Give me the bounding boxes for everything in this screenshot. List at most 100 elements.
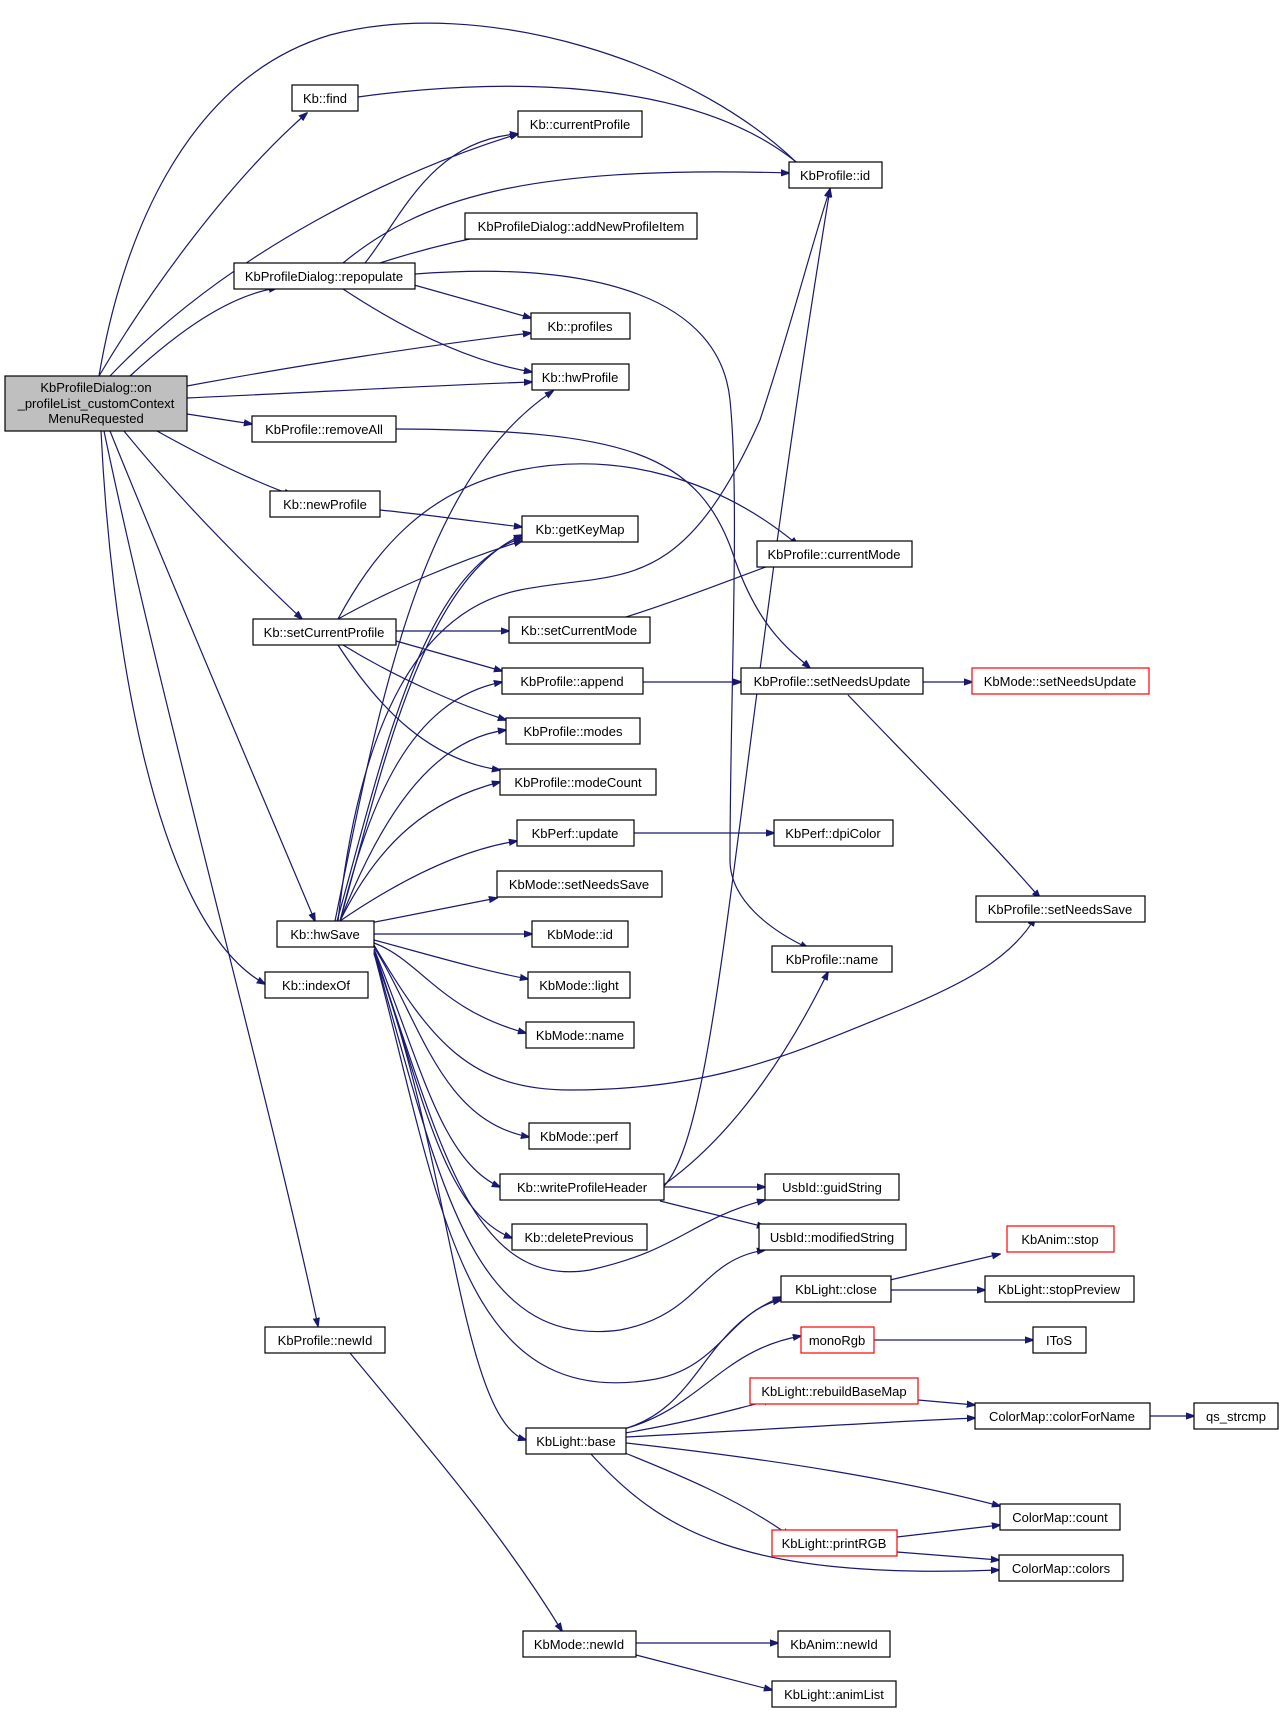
edge-removeall-to-kbprofile-setneedsupdate bbox=[395, 428, 810, 668]
edge-hwsave-to-kbmode-setneedssave bbox=[369, 898, 497, 924]
edge-setcurrentprofile-to-append bbox=[395, 640, 502, 671]
node-hwsave[interactable]: Kb::hwSave bbox=[276, 920, 375, 948]
node-label: Kb::writeProfileHeader bbox=[517, 1180, 648, 1195]
node-label: KbMode::id bbox=[547, 927, 613, 942]
edge-root-to-newprofile bbox=[156, 430, 292, 495]
node-removeall[interactable]: KbProfile::removeAll bbox=[251, 415, 397, 443]
node-label: Kb::indexOf bbox=[282, 978, 350, 993]
edge-root-to-kb-hwprofile bbox=[186, 382, 532, 399]
edge-root-to-removeall bbox=[186, 413, 252, 424]
edge-rebuildbasemap-to-colorforname bbox=[917, 1399, 975, 1405]
edge-setcurrentprofile-to-currentmode bbox=[337, 463, 798, 620]
edge-hwsave-to-kbprofile-id bbox=[337, 189, 830, 922]
node-deleteprevious[interactable]: Kb::deletePrevious bbox=[511, 1223, 648, 1251]
node-label: Kb::setCurrentProfile bbox=[264, 625, 385, 640]
node-monorgb[interactable]: monoRgb bbox=[800, 1326, 875, 1354]
node-kbmode-setneedsupdate[interactable]: KbMode::setNeedsUpdate bbox=[971, 667, 1150, 695]
node-indexof[interactable]: Kb::indexOf bbox=[264, 971, 369, 999]
node-label: KbProfileDialog::repopulate bbox=[245, 269, 403, 284]
node-label: KbProfile::modes bbox=[524, 724, 623, 739]
node-perf-update[interactable]: KbPerf::update bbox=[516, 819, 635, 847]
node-dpicolor[interactable]: KbPerf::dpiColor bbox=[773, 819, 894, 847]
node-modifiedstring[interactable]: UsbId::modifiedString bbox=[758, 1223, 907, 1251]
edge-repopulate-to-kbprofile-id bbox=[342, 172, 789, 264]
edge-base-to-rebuildbasemap bbox=[624, 1400, 772, 1434]
node-kbprofile-newid[interactable]: KbProfile::newId bbox=[264, 1326, 386, 1354]
edge-printrgb-to-cm-count bbox=[896, 1525, 1000, 1538]
node-animlist[interactable]: KbLight::animList bbox=[771, 1680, 897, 1708]
node-qs-strcmp[interactable]: qs_strcmp bbox=[1193, 1402, 1279, 1430]
node-kbmode-perf[interactable]: KbMode::perf bbox=[528, 1122, 631, 1150]
node-label: KbPerf::update bbox=[532, 826, 619, 841]
node-guidstring[interactable]: UsbId::guidString bbox=[764, 1173, 900, 1201]
edge-writeprofileheader-to-kbprofile-name bbox=[649, 972, 828, 1195]
node-kbmode-newid[interactable]: KbMode::newId bbox=[522, 1630, 637, 1658]
node-label: KbProfile::setNeedsUpdate bbox=[754, 674, 911, 689]
node-kbprofile-setneedssave[interactable]: KbProfile::setNeedsSave bbox=[975, 895, 1146, 923]
node-label: Kb::find bbox=[303, 91, 347, 106]
node-label: Kb::profiles bbox=[547, 319, 613, 334]
node-kbmode-id[interactable]: KbMode::id bbox=[531, 920, 629, 948]
nodes: KbProfileDialog::on _profileList_customC… bbox=[4, 84, 1279, 1708]
edge-base-to-printrgb bbox=[619, 1450, 790, 1536]
node-label: KbPerf::dpiColor bbox=[785, 826, 881, 841]
node-label: KbProfile::removeAll bbox=[265, 422, 383, 437]
node-modecount[interactable]: KbProfile::modeCount bbox=[499, 768, 657, 796]
node-cm-count[interactable]: ColorMap::count bbox=[999, 1503, 1121, 1531]
node-kb-profiles[interactable]: Kb::profiles bbox=[530, 312, 631, 340]
node-kbmode-name[interactable]: KbMode::name bbox=[525, 1021, 635, 1049]
edge-writeprofileheader-to-kbprofile-id bbox=[659, 189, 830, 1191]
node-label: KbAnim::newId bbox=[790, 1637, 877, 1652]
node-label: UsbId::guidString bbox=[782, 1180, 882, 1195]
node-rebuildbasemap[interactable]: KbLight::rebuildBaseMap bbox=[749, 1377, 919, 1405]
node-label: KbProfile::newId bbox=[278, 1333, 373, 1348]
node-kb-find[interactable]: Kb::find bbox=[291, 84, 359, 112]
node-label: Kb::deletePrevious bbox=[524, 1230, 634, 1245]
node-append[interactable]: KbProfile::append bbox=[501, 667, 644, 695]
node-anim-stop[interactable]: KbAnim::stop bbox=[1006, 1225, 1115, 1253]
node-setcurrentprofile[interactable]: Kb::setCurrentProfile bbox=[252, 618, 397, 646]
node-kb-hwprofile[interactable]: Kb::hwProfile bbox=[531, 363, 630, 391]
node-kbprofile-name[interactable]: KbProfile::name bbox=[771, 945, 893, 973]
edge-kbprofile-newid-to-kbmode-newid bbox=[349, 1352, 562, 1631]
node-printrgb[interactable]: KbLight::printRGB bbox=[771, 1529, 898, 1557]
node-label: KbMode::setNeedsSave bbox=[509, 877, 649, 892]
node-anim-newid[interactable]: KbAnim::newId bbox=[777, 1630, 891, 1658]
edge-root-to-kbprofile-id bbox=[98, 22, 808, 377]
node-modes[interactable]: KbProfile::modes bbox=[505, 717, 641, 745]
edge-root-to-kbprofile-newid bbox=[103, 430, 318, 1326]
node-repopulate[interactable]: KbProfileDialog::repopulate bbox=[233, 262, 416, 290]
node-kb-currentprofile[interactable]: Kb::currentProfile bbox=[517, 110, 643, 138]
node-getkeymap[interactable]: Kb::getKeyMap bbox=[521, 515, 639, 543]
node-label: MenuRequested bbox=[48, 411, 143, 426]
node-stoppreview[interactable]: KbLight::stopPreview bbox=[984, 1275, 1135, 1303]
node-cm-colors[interactable]: ColorMap::colors bbox=[998, 1554, 1124, 1582]
node-label: UsbId::modifiedString bbox=[770, 1230, 894, 1245]
node-setcurrentmode[interactable]: Kb::setCurrentMode bbox=[508, 616, 651, 644]
node-light-close[interactable]: KbLight::close bbox=[780, 1275, 892, 1303]
node-light-base[interactable]: KbLight::base bbox=[525, 1427, 627, 1455]
node-kbmode-light[interactable]: KbMode::light bbox=[527, 971, 631, 999]
node-label: Kb::getKeyMap bbox=[536, 522, 625, 537]
node-label: KbProfileDialog::addNewProfileItem bbox=[478, 219, 685, 234]
node-kbprofile-id[interactable]: KbProfile::id bbox=[788, 161, 883, 189]
edge-root-to-setcurrentprofile bbox=[123, 430, 302, 619]
edge-root-to-kb-profiles bbox=[186, 333, 531, 387]
node-root[interactable]: KbProfileDialog::on _profileList_customC… bbox=[4, 375, 188, 432]
node-newprofile[interactable]: Kb::newProfile bbox=[269, 490, 381, 518]
node-label: KbLight::printRGB bbox=[782, 1536, 887, 1551]
edge-newprofile-to-getkeymap bbox=[379, 509, 522, 527]
node-writeprofileheader[interactable]: Kb::writeProfileHeader bbox=[499, 1173, 665, 1201]
node-kbmode-setneedssave[interactable]: KbMode::setNeedsSave bbox=[496, 870, 663, 898]
node-addnewprofileitem[interactable]: KbProfileDialog::addNewProfileItem bbox=[464, 212, 698, 240]
node-currentmode[interactable]: KbProfile::currentMode bbox=[756, 540, 913, 568]
edge-hwsave-to-light-base bbox=[373, 953, 526, 1440]
node-label: ColorMap::colorForName bbox=[989, 1409, 1135, 1424]
edge-kbmode-newid-to-animlist bbox=[635, 1654, 772, 1690]
node-colorforname[interactable]: ColorMap::colorForName bbox=[974, 1402, 1151, 1430]
node-kbprofile-setneedsupdate[interactable]: KbProfile::setNeedsUpdate bbox=[740, 667, 924, 695]
edge-root-to-kb-currentprofile bbox=[109, 134, 518, 377]
node-label: KbMode::name bbox=[536, 1028, 624, 1043]
node-itos[interactable]: IToS bbox=[1032, 1326, 1087, 1354]
node-label: ColorMap::count bbox=[1012, 1510, 1108, 1525]
